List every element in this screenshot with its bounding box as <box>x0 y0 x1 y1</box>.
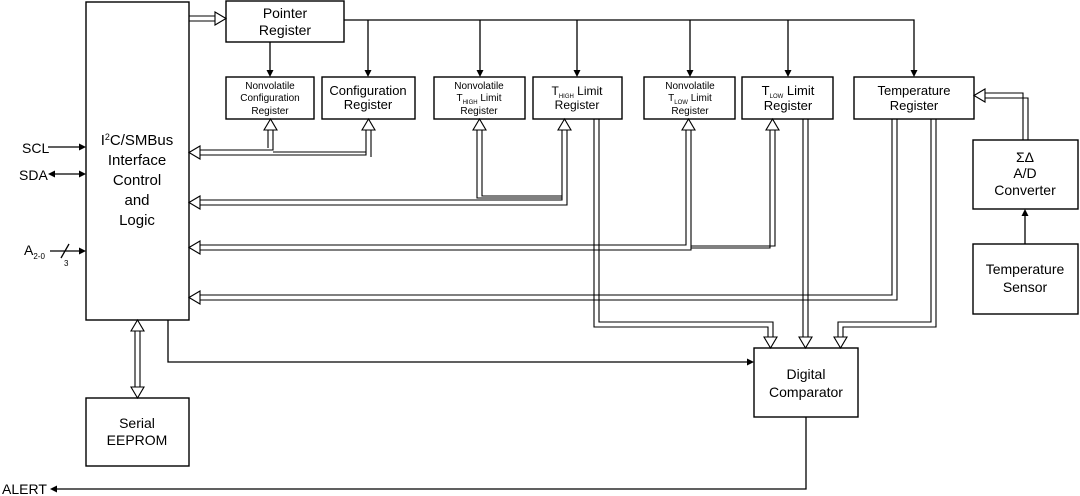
nv-tlow-line3: Register <box>671 106 709 117</box>
temperature-to-comparator-bus <box>833 119 937 350</box>
address-input-line <box>50 243 86 259</box>
adc-to-temperature-register-bus <box>972 88 1029 140</box>
pointer-line1: Pointer <box>263 5 308 21</box>
adc-line2: A/D <box>1013 165 1036 181</box>
address-bus-width-label: 3 <box>64 259 69 268</box>
pointer-line2: Register <box>259 22 311 38</box>
comparator-line2: Comparator <box>769 384 843 400</box>
nv-thigh-line2: THIGH Limit <box>456 93 501 106</box>
temperature-sensor-block: Temperature Sensor <box>972 243 1079 315</box>
nv-thigh-line1: Nonvolatile <box>454 81 504 92</box>
config-line2: Register <box>344 97 393 112</box>
digital-comparator-block: Digital Comparator <box>753 347 859 418</box>
interface-logic-block: I2C/SMBus Interface Control and Logic <box>85 1 190 321</box>
interface-eeprom-bus <box>130 318 145 400</box>
adc-line3: Converter <box>994 182 1056 198</box>
nv-thigh-line3: Register <box>460 106 498 117</box>
interface-line5: Logic <box>119 212 155 229</box>
sda-bidirectional-line <box>48 170 86 178</box>
interface-to-pointer-bus <box>189 11 228 26</box>
nv-tlow-line2: TLOW Limit <box>668 93 712 106</box>
tlow-limit-register-block: TLOW Limit Register <box>741 76 834 120</box>
tlow-data-bus <box>187 117 780 255</box>
thigh-line2: Register <box>555 98 600 112</box>
adc-converter-block: ΣΔ A/D Converter <box>972 139 1079 210</box>
configuration-data-bus <box>187 117 376 160</box>
thigh-to-comparator-bus <box>593 119 778 350</box>
pointer-register-block: Pointer Register <box>225 0 345 43</box>
configuration-register-block: Configuration Register <box>321 76 416 120</box>
adc-line1: ΣΔ <box>1016 149 1034 165</box>
tlow-line2: Register <box>764 98 813 113</box>
temperature-data-bus <box>187 119 898 305</box>
sensor-line2: Sensor <box>1003 279 1048 295</box>
interface-to-comparator-line <box>167 320 754 366</box>
thigh-limit-register-block: THIGH Limit Register <box>532 76 623 120</box>
pointer-select-lines <box>266 19 918 77</box>
interface-line3: Control <box>113 172 161 189</box>
thigh-data-bus <box>187 117 572 210</box>
comparator-line1: Digital <box>787 366 826 382</box>
nonvolatile-configuration-register-block: Nonvolatile Configuration Register <box>225 76 315 120</box>
temp-reg-line2: Register <box>890 98 939 113</box>
sensor-line1: Temperature <box>986 261 1065 277</box>
nv-config-line2: Configuration <box>240 93 299 104</box>
temperature-register-block: Temperature Register <box>853 76 975 120</box>
nv-config-line3: Register <box>251 106 289 117</box>
nv-tlow-line1: Nonvolatile <box>665 81 715 92</box>
scl-input-line <box>48 143 86 151</box>
alert-output-line <box>50 417 807 493</box>
interface-line4: and <box>124 192 149 209</box>
nonvolatile-thigh-register-block: Nonvolatile THIGH Limit Register <box>433 76 526 120</box>
eeprom-line2: EEPROM <box>107 432 168 448</box>
address-pin-label: A2-0 <box>24 242 45 261</box>
nonvolatile-tlow-register-block: Nonvolatile TLOW Limit Register <box>643 76 736 120</box>
sda-pin-label: SDA <box>19 167 48 183</box>
sensor-to-adc-line <box>1021 209 1029 244</box>
alert-pin-label: ALERT <box>2 481 47 496</box>
interface-line1: I2C/SMBus <box>101 132 174 149</box>
thigh-line1: THIGH Limit <box>551 84 603 100</box>
scl-pin-label: SCL <box>22 140 49 156</box>
serial-eeprom-block: Serial EEPROM <box>85 397 190 467</box>
temp-reg-line1: Temperature <box>878 83 951 98</box>
nv-config-line1: Nonvolatile <box>245 81 295 92</box>
tlow-line1: TLOW Limit <box>762 83 815 100</box>
tlow-to-comparator-bus <box>798 119 813 350</box>
config-line1: Configuration <box>329 83 406 98</box>
eeprom-line1: Serial <box>119 415 155 431</box>
interface-line2: Interface <box>108 152 166 169</box>
